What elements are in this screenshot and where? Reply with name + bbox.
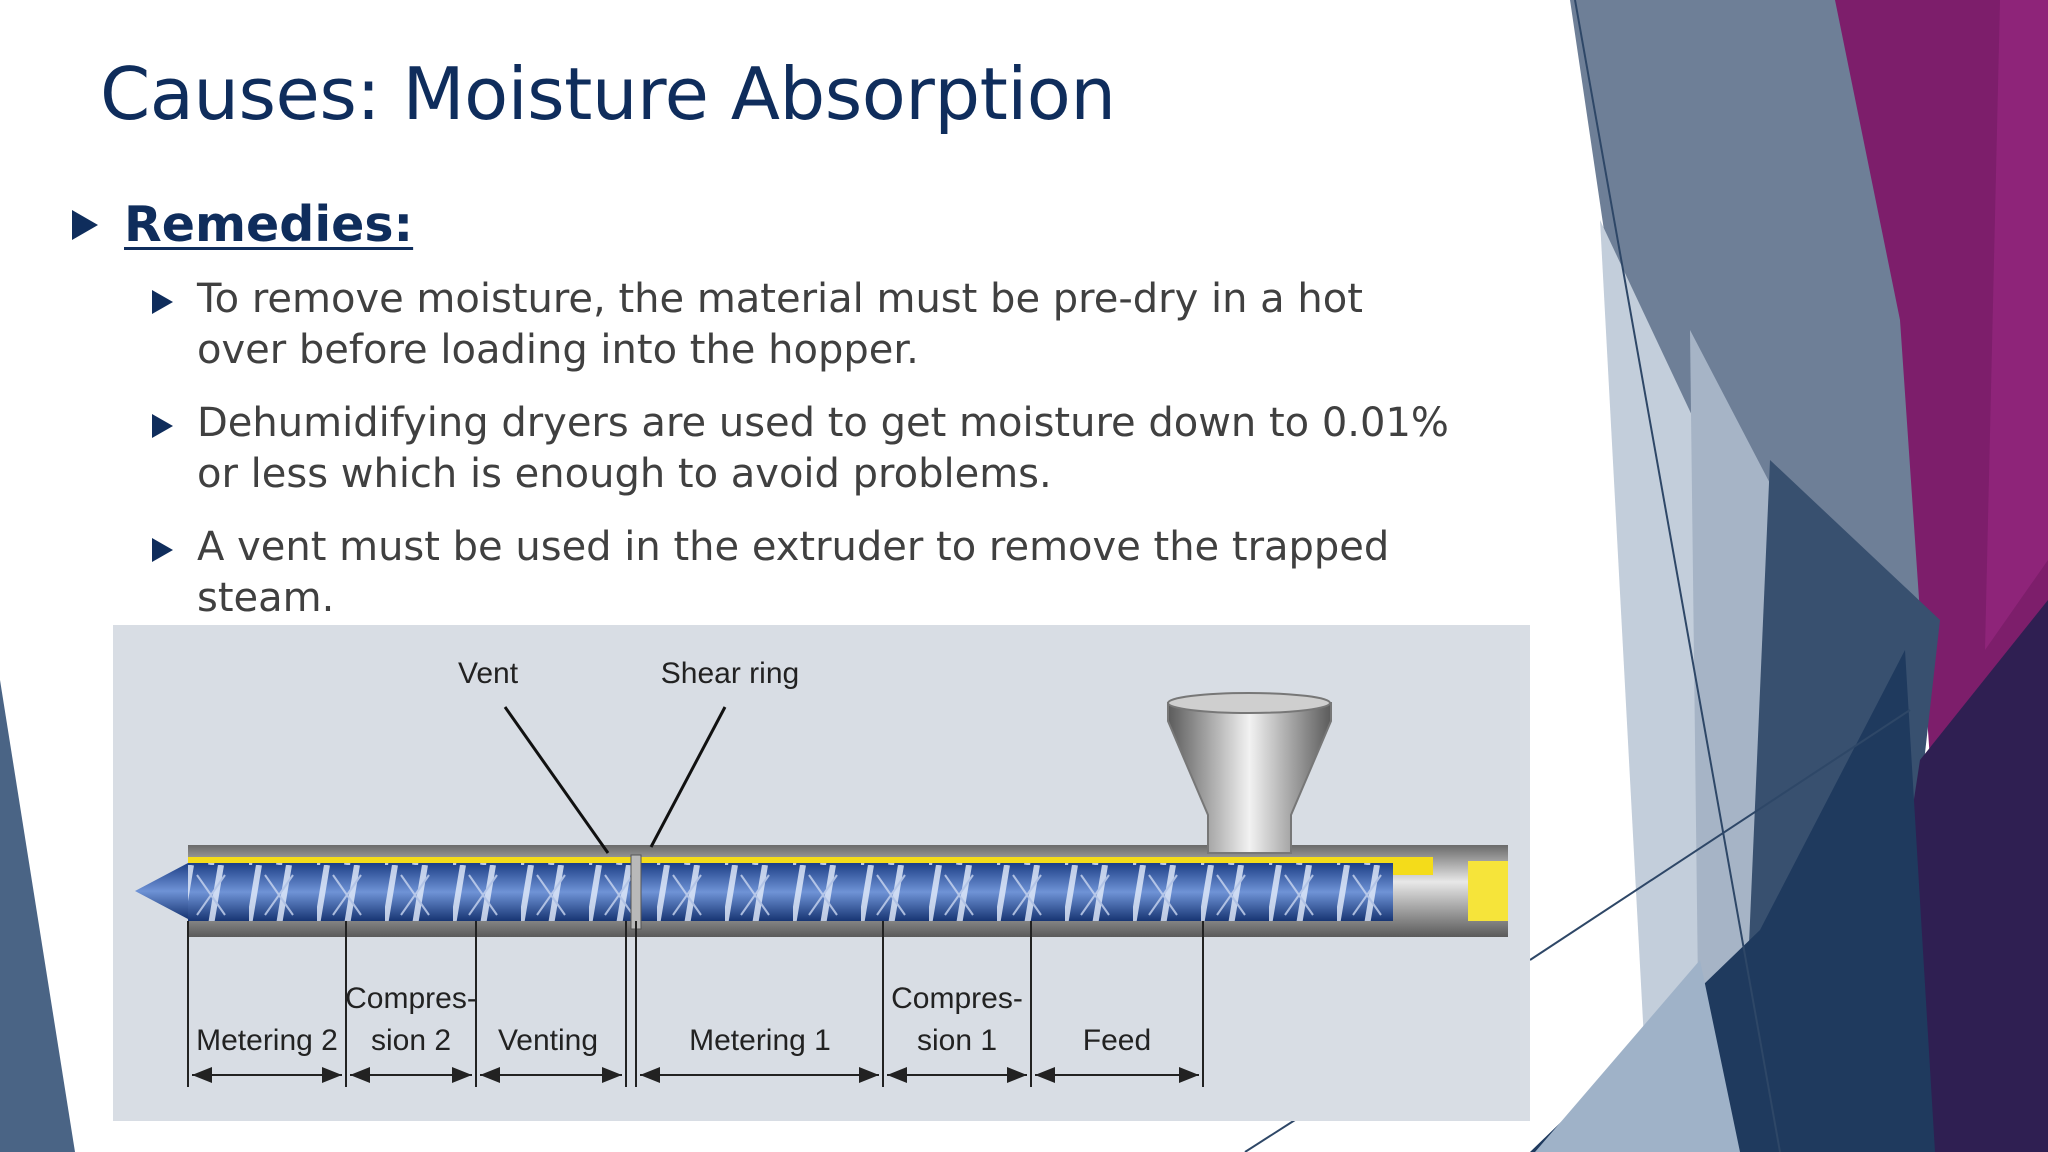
zone-label-compression-2-line1: Compres-	[345, 982, 477, 1015]
zone-label-feed: Feed	[1083, 1024, 1151, 1057]
remedy-text: Dehumidifying dryers are used to get moi…	[197, 400, 1449, 497]
bg-thin-line-3	[1244, 1119, 1296, 1152]
remedies-heading: Remedies:	[124, 196, 414, 253]
vent-label: Vent	[458, 657, 519, 690]
extruder-diagram-svg: Vent Shear ring	[135, 657, 1508, 1087]
remedies-heading-row: Remedies:	[72, 196, 413, 253]
remedy-text: A vent must be used in the extruder to r…	[197, 524, 1390, 621]
bg-light-triangle	[1535, 960, 1740, 1152]
hopper	[1167, 702, 1332, 854]
shear-ring	[630, 854, 642, 930]
vent-callout-line	[503, 706, 610, 854]
bullet-arrow-icon	[152, 414, 173, 438]
bg-thin-line-1	[1574, 0, 1781, 1152]
zone-label-metering-2: Metering 2	[196, 1024, 338, 1057]
bullet-arrow-icon	[152, 538, 173, 562]
bg-thin-line-2	[1529, 709, 1911, 961]
bullet-arrow-icon	[72, 209, 98, 240]
screw-tip	[135, 863, 188, 919]
zone-label-venting: Venting	[498, 1024, 598, 1057]
zone-label-compression-1-line1: Compres-	[891, 982, 1023, 1015]
remedy-bullet: Dehumidifying dryers are used to get moi…	[152, 398, 1452, 500]
extruder-diagram: Vent Shear ring	[113, 625, 1530, 1121]
slide-title: Causes: Moisture Absorption	[100, 52, 1116, 136]
shear-ring-label: Shear ring	[661, 657, 799, 690]
zone-dividers	[187, 921, 1204, 1087]
shear-ring-callout-line	[649, 706, 727, 848]
bg-deep-navy-facet	[1530, 650, 1935, 1152]
zone-label-compression-2-line2: sion 2	[371, 1024, 451, 1057]
hopper-rim	[1167, 692, 1331, 714]
feed-pellets	[1468, 861, 1508, 921]
bullet-arrow-icon	[152, 290, 173, 314]
remedy-bullet: To remove moisture, the material must be…	[152, 274, 1452, 376]
zone-label-metering-1: Metering 1	[689, 1024, 831, 1057]
zone-label-compression-1-line2: sion 1	[917, 1024, 997, 1057]
remedy-bullet: A vent must be used in the extruder to r…	[152, 522, 1452, 624]
bg-left-facet	[0, 680, 75, 1152]
screw-flights	[188, 863, 1393, 921]
bg-magenta-facet	[1985, 0, 2048, 650]
remedy-text: To remove moisture, the material must be…	[197, 276, 1363, 373]
